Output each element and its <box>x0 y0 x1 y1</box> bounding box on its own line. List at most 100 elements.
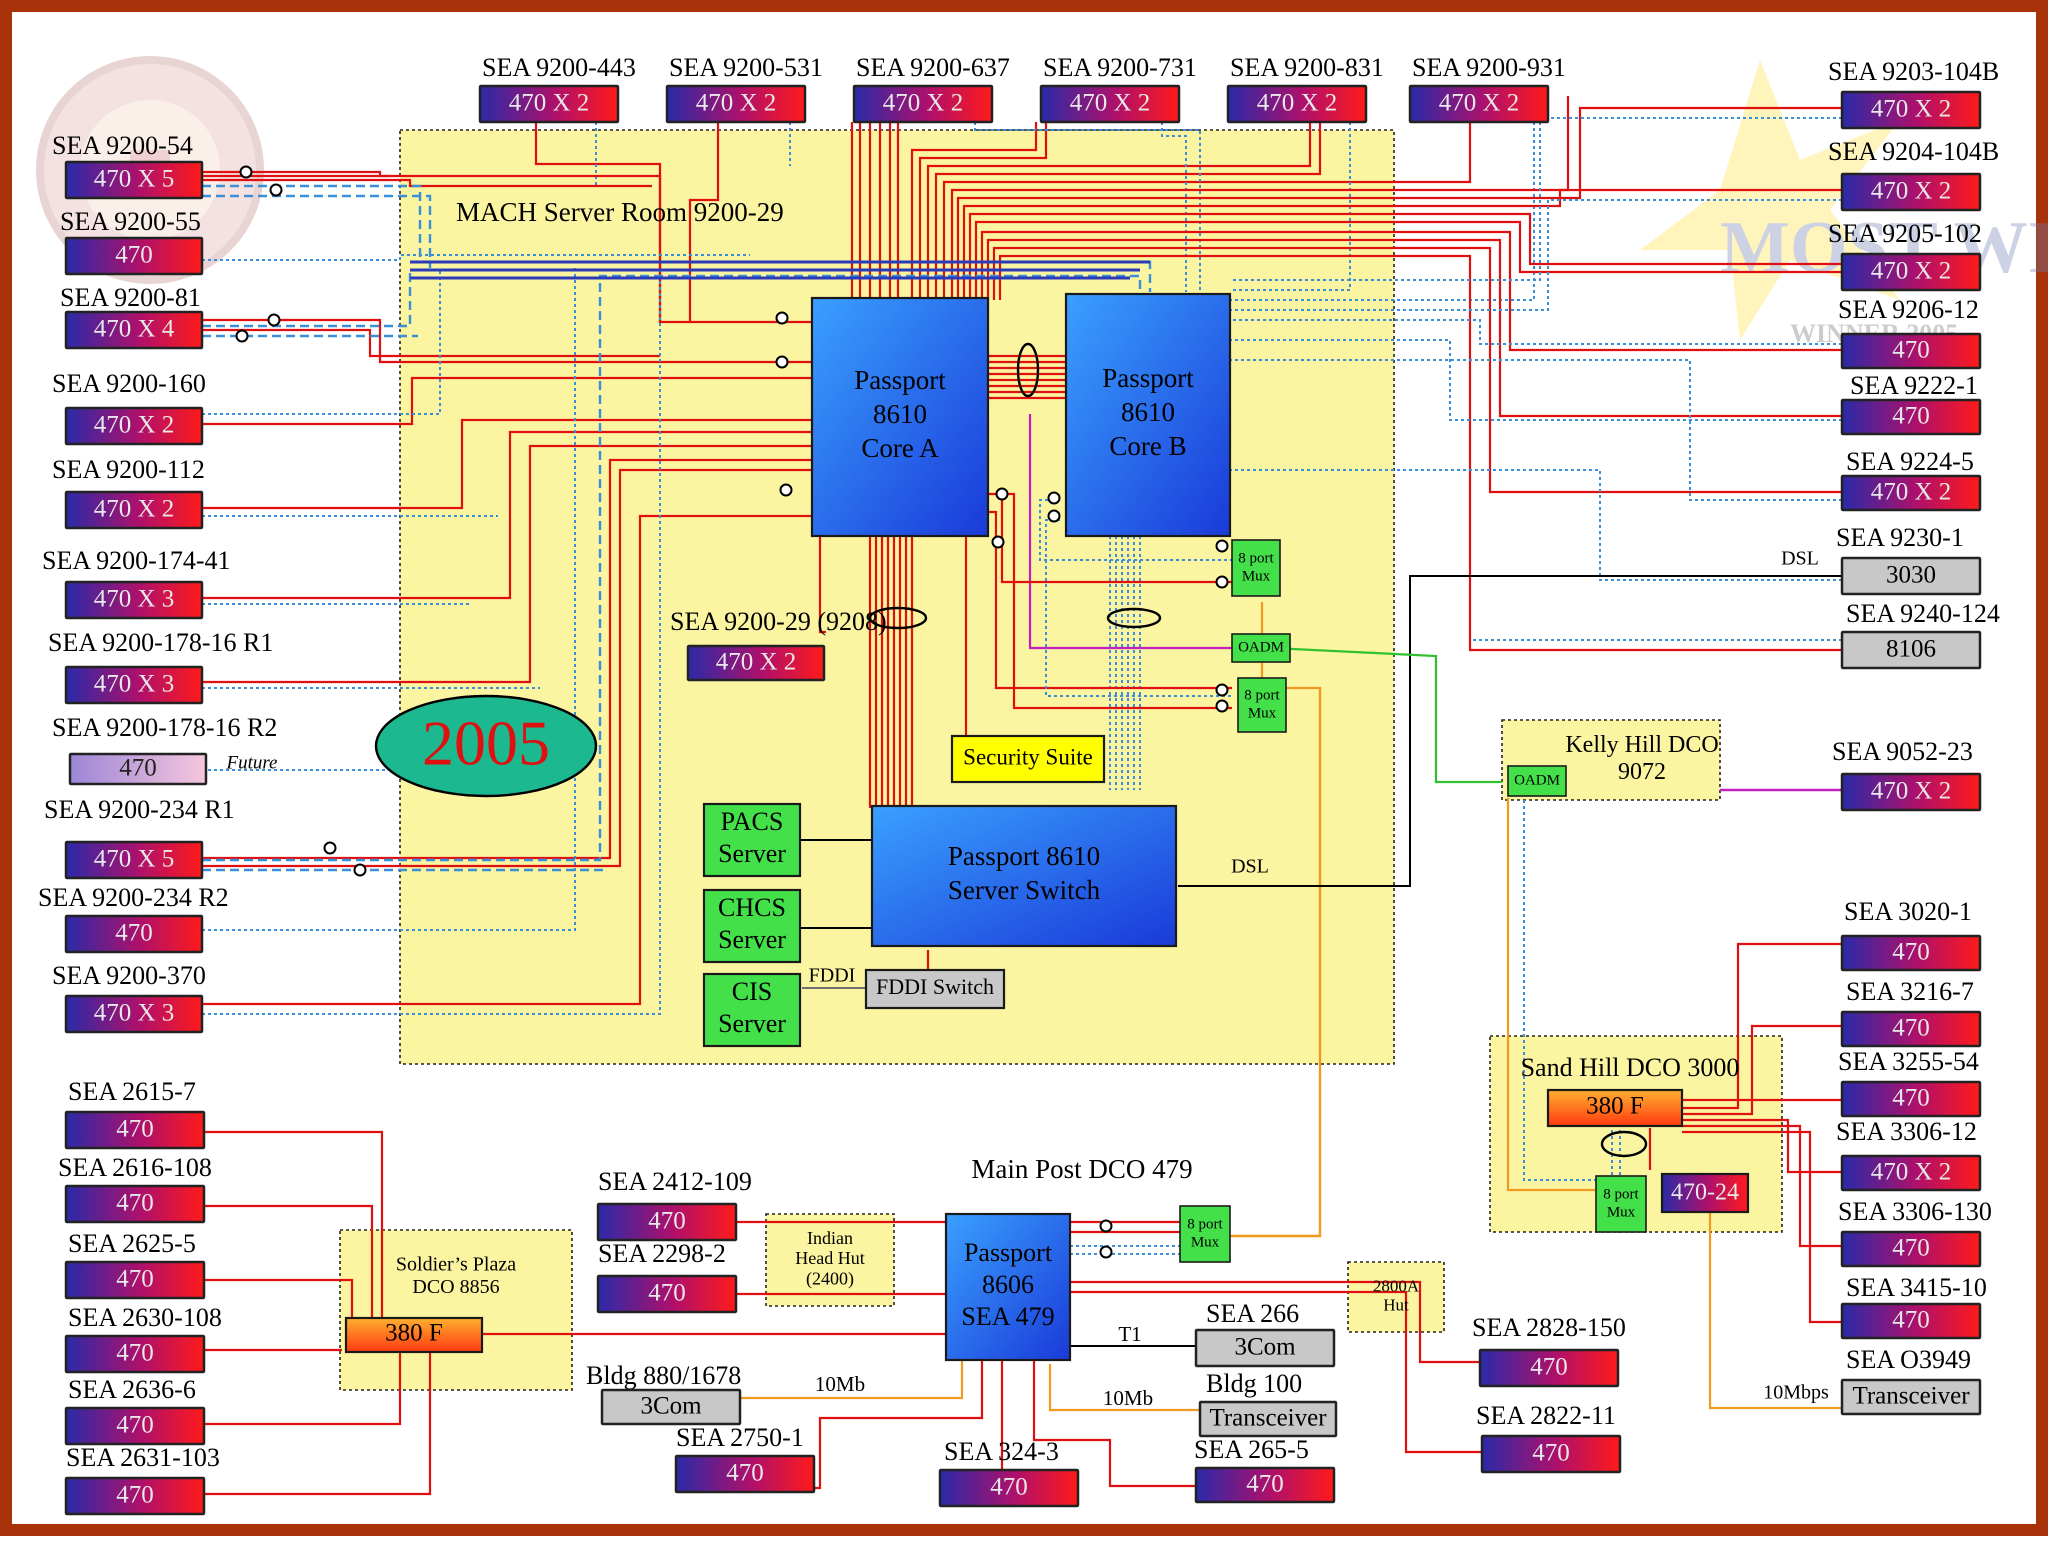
site-s2750[interactable]: 470 <box>674 1454 816 1494</box>
site-s9205[interactable]: 470 X 2 <box>1840 252 1982 292</box>
device-box[interactable] <box>1237 677 1287 733</box>
site-s731[interactable]: 470 X 2 <box>1039 84 1181 124</box>
site-s178r1[interactable]: 470 X 3 <box>64 665 204 705</box>
site-s2615[interactable]: 470 <box>64 1110 206 1150</box>
device-f380_soldiers[interactable]: 380 F <box>344 1316 484 1354</box>
site-box[interactable] <box>686 644 826 682</box>
site-box[interactable] <box>1840 772 1982 812</box>
site-box[interactable] <box>674 1454 816 1494</box>
site-box[interactable] <box>596 1274 738 1314</box>
site-s9203[interactable]: 470 X 2 <box>1840 90 1982 130</box>
site-box[interactable] <box>64 490 204 530</box>
site-s174[interactable]: 470 X 3 <box>64 580 204 620</box>
site-s2636[interactable]: 470 <box>64 1406 206 1446</box>
site-box[interactable] <box>1840 332 1982 370</box>
site-box[interactable] <box>938 1468 1080 1508</box>
site-s370[interactable]: 470 X 3 <box>64 994 204 1034</box>
site-s2828[interactable]: 470 <box>1478 1348 1620 1388</box>
device-sand_470_24[interactable]: 470-24 <box>1660 1172 1750 1214</box>
site-box[interactable] <box>1840 398 1982 436</box>
site-s2298[interactable]: 470 <box>596 1274 738 1314</box>
site-box[interactable] <box>64 1184 206 1224</box>
site-s2412[interactable]: 470 <box>596 1202 738 1242</box>
site-s3306a[interactable]: 470 X 2 <box>1840 1154 1982 1192</box>
site-box[interactable] <box>1840 1378 1982 1416</box>
site-s3415[interactable]: 470 <box>1840 1302 1982 1340</box>
site-box[interactable] <box>1840 90 1982 130</box>
device-box[interactable] <box>1231 633 1291 663</box>
device-box[interactable] <box>1660 1172 1750 1214</box>
site-box[interactable] <box>64 994 204 1034</box>
device-box[interactable] <box>702 888 802 964</box>
device-box[interactable] <box>344 1316 484 1354</box>
site-box[interactable] <box>1480 1434 1622 1474</box>
site-s637[interactable]: 470 X 2 <box>852 84 994 124</box>
site-box[interactable] <box>1194 1328 1336 1368</box>
device-box[interactable] <box>1064 292 1232 538</box>
device-f380_sand[interactable]: 380 F <box>1546 1088 1684 1128</box>
site-box[interactable] <box>64 310 204 350</box>
site-box[interactable] <box>478 84 620 124</box>
device-security[interactable]: Security Suite <box>950 734 1106 784</box>
device-box[interactable] <box>1231 539 1281 597</box>
site-sO3949[interactable]: Transceiver <box>1840 1378 1982 1416</box>
site-s9240[interactable]: 8106 <box>1840 630 1982 670</box>
site-s3306b[interactable]: 470 <box>1840 1230 1982 1268</box>
site-box[interactable] <box>64 1110 206 1150</box>
site-box[interactable] <box>64 406 204 446</box>
site-s54[interactable]: 470 X 5 <box>64 160 204 200</box>
site-box[interactable] <box>64 1406 206 1446</box>
site-box[interactable] <box>1194 1466 1336 1504</box>
site-s9224[interactable]: 470 X 2 <box>1840 474 1982 512</box>
device-box[interactable] <box>702 802 802 878</box>
site-s2616[interactable]: 470 <box>64 1184 206 1224</box>
site-box[interactable] <box>1840 1302 1982 1340</box>
site-s2631[interactable]: 470 <box>64 1476 206 1516</box>
site-s443[interactable]: 470 X 2 <box>478 84 620 124</box>
site-s81[interactable]: 470 X 4 <box>64 310 204 350</box>
site-sb100[interactable]: Transceiver <box>1198 1400 1338 1438</box>
site-s3216[interactable]: 470 <box>1840 1010 1982 1048</box>
site-box[interactable] <box>64 840 204 880</box>
site-box[interactable] <box>1840 172 1982 212</box>
site-s55[interactable]: 470 <box>64 236 204 276</box>
site-s2630[interactable]: 470 <box>64 1334 206 1374</box>
site-s266[interactable]: 3Com <box>1194 1328 1336 1368</box>
device-oadm1[interactable]: OADM <box>1231 633 1291 663</box>
site-box[interactable] <box>1840 474 1982 512</box>
site-s880[interactable]: 3Com <box>600 1388 742 1426</box>
site-box[interactable] <box>1840 1230 1982 1268</box>
device-box[interactable] <box>702 972 802 1048</box>
device-box[interactable] <box>870 804 1178 948</box>
site-box[interactable] <box>1840 252 1982 292</box>
site-s234r2[interactable]: 470 <box>64 914 204 954</box>
site-box[interactable] <box>1408 84 1550 124</box>
site-box[interactable] <box>1840 1080 1982 1118</box>
device-oadm2[interactable]: OADM <box>1507 765 1567 797</box>
device-box[interactable] <box>1595 1175 1647 1233</box>
device-box[interactable] <box>1179 1205 1231 1263</box>
site-s9206[interactable]: 470 <box>1840 332 1982 370</box>
site-s2625[interactable]: 470 <box>64 1260 206 1300</box>
site-box[interactable] <box>852 84 994 124</box>
site-box[interactable] <box>665 84 807 124</box>
device-box[interactable] <box>864 968 1006 1010</box>
site-box[interactable] <box>64 1334 206 1374</box>
device-fddi_switch[interactable]: FDDI Switch <box>864 968 1006 1010</box>
site-box[interactable] <box>68 752 208 786</box>
site-box[interactable] <box>64 580 204 620</box>
site-s112[interactable]: 470 X 2 <box>64 490 204 530</box>
device-box[interactable] <box>1507 765 1567 797</box>
site-s29[interactable]: 470 X 2 <box>686 644 826 682</box>
site-box[interactable] <box>1198 1400 1338 1438</box>
site-s178r2[interactable]: 470 <box>68 752 208 786</box>
